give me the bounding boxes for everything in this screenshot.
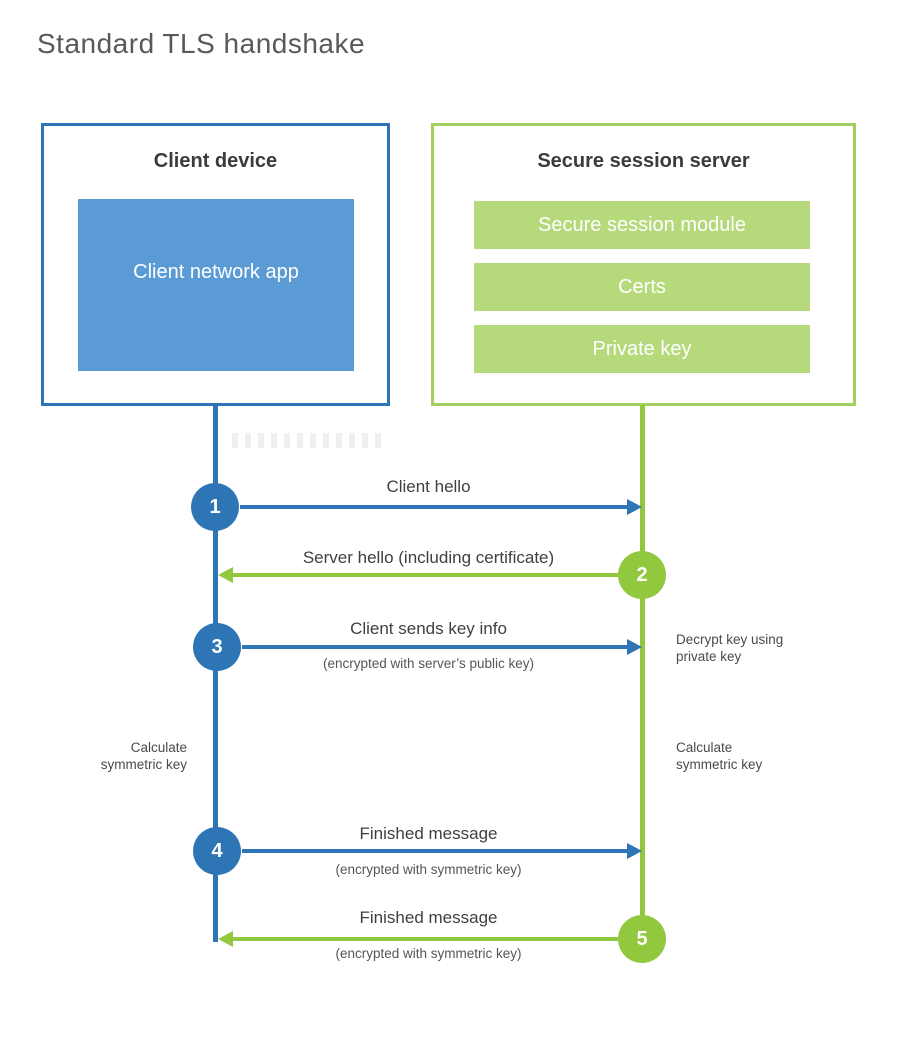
- step-5-circle: 5: [618, 915, 666, 963]
- step-2-circle: 2: [618, 551, 666, 599]
- client-network-app-box: Client network app: [78, 199, 354, 371]
- step-1-circle: 1: [191, 483, 239, 531]
- step-3-circle: 3: [193, 623, 241, 671]
- step-2-arrowhead-left-icon: [218, 567, 233, 583]
- step-4-arrowhead-right-icon: [627, 843, 642, 859]
- client-lifeline: [213, 405, 218, 942]
- server-module-secure-session: Secure session module: [474, 201, 810, 249]
- step-3-sublabel: (encrypted with server’s public key): [322, 656, 535, 671]
- step-3-arrow-shaft: [242, 645, 628, 649]
- faint-dashed-artifact: [232, 433, 388, 448]
- step-3-arrowhead-right-icon: [627, 639, 642, 655]
- secure-session-server-box: Secure session server Secure session mod…: [431, 123, 856, 406]
- step-5-arrow-shaft: [232, 937, 620, 941]
- server-module-certs: Certs: [474, 263, 810, 311]
- server-module-private-key: Private key: [474, 325, 810, 373]
- step-2-label: Server hello (including certificate): [302, 548, 555, 567]
- step-4-arrow-shaft: [242, 849, 628, 853]
- step-4-circle: 4: [193, 827, 241, 875]
- step-1-arrow-shaft: [240, 505, 628, 509]
- client-device-heading: Client device: [153, 150, 278, 172]
- step-5-arrowhead-left-icon: [218, 931, 233, 947]
- server-lifeline: [640, 405, 645, 939]
- step-1-arrowhead-right-icon: [627, 499, 642, 515]
- step-4-sublabel: (encrypted with symmetric key): [335, 862, 522, 877]
- note-calculate-symmetric-key-client: Calculate symmetric key: [100, 740, 187, 772]
- step-1-label: Client hello: [386, 477, 471, 496]
- step-4-label: Finished message: [359, 824, 498, 843]
- step-5-sublabel: (encrypted with symmetric key): [335, 946, 522, 961]
- client-device-box: Client device Client network app: [41, 123, 390, 406]
- client-network-app-label: Client network app: [133, 261, 299, 283]
- server-heading: Secure session server: [537, 150, 750, 172]
- note-calculate-symmetric-key-server: Calculate symmetric key: [676, 740, 763, 772]
- step-5-label: Finished message: [359, 908, 498, 927]
- note-decrypt-key: Decrypt key using private key: [676, 632, 784, 664]
- page-title: Standard TLS handshake: [37, 28, 366, 59]
- step-2-arrow-shaft: [232, 573, 620, 577]
- step-3-label: Client sends key info: [350, 619, 507, 638]
